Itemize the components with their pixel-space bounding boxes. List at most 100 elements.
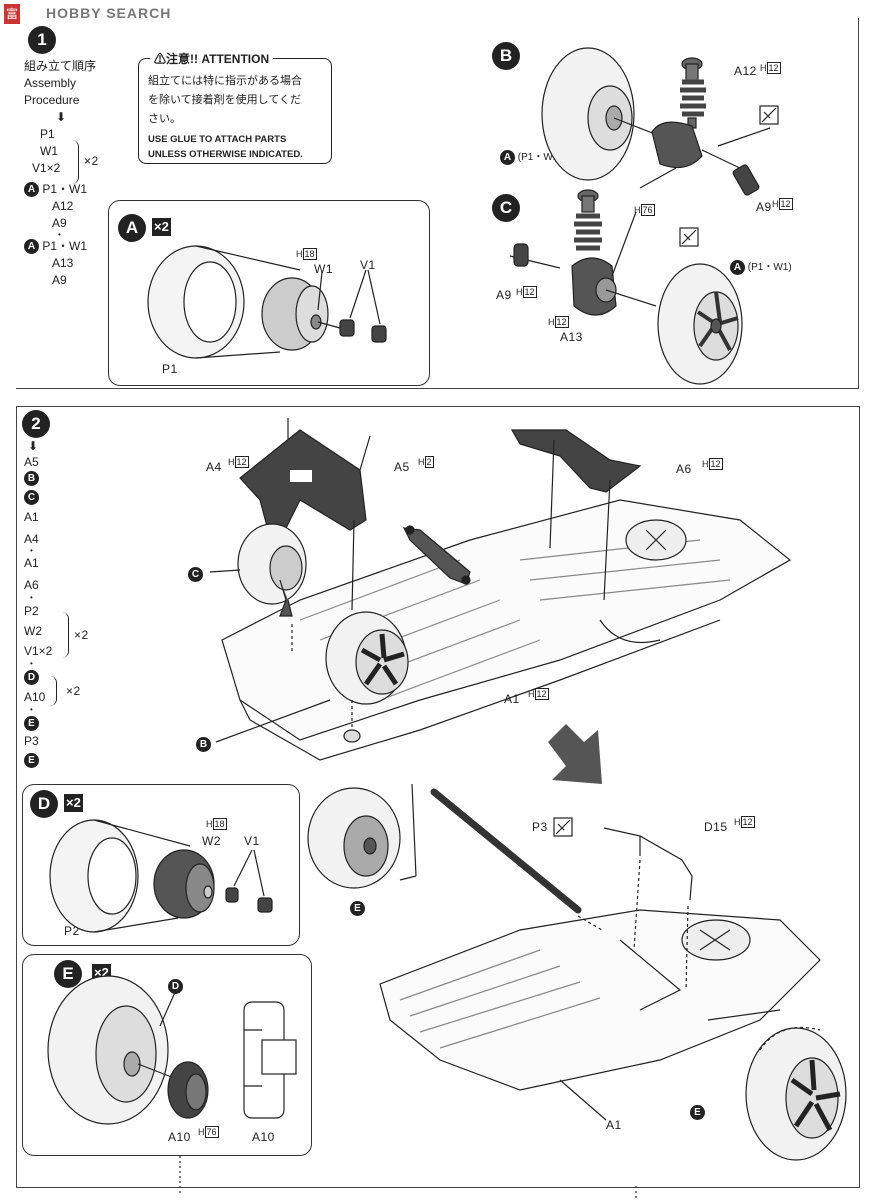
circle-a-icon: A: [24, 182, 39, 198]
subassembly-b-letter: B: [492, 42, 520, 70]
seq-item: V1×2: [32, 161, 61, 175]
subassembly-a-letter: A: [118, 214, 146, 242]
subassembly-e-panel: [22, 954, 312, 1156]
wheel-lower-right: [707, 1009, 847, 1161]
label-d15: D15: [704, 820, 728, 834]
callout-d: D: [168, 978, 183, 996]
wheel-w2: [153, 849, 273, 919]
tire-e: [47, 975, 177, 1125]
tire-p1: [147, 245, 301, 359]
seq-item: V1×2: [24, 643, 53, 658]
subassembly-e-letter: E: [54, 960, 82, 988]
seq-item: P1・W1: [42, 182, 88, 196]
crossmember-a4: [239, 418, 371, 541]
step2-procedure: ⬇ A5 B C A1 A4 • A1 A6 • P2 W2 V1×2 • D …: [24, 439, 53, 768]
caps-v1: [317, 269, 387, 343]
step2-brace-2: [50, 676, 57, 706]
callout-e: E: [350, 900, 365, 918]
front-wheel-b: [215, 519, 409, 743]
label-w2: W2: [202, 834, 221, 848]
seq-item: A5: [24, 455, 39, 469]
seq-item: W1: [40, 144, 58, 158]
watermark-logo: 富: [4, 4, 20, 24]
callout-c: C: [188, 566, 203, 584]
warning-icon: ⚠: [154, 52, 167, 66]
label-a12: A12: [734, 64, 757, 78]
step1-number: 1: [28, 26, 56, 54]
subassembly-d-mult: ×2: [64, 794, 83, 812]
label-p1: P1: [162, 362, 178, 376]
wheel-w1: [261, 277, 329, 351]
step2-mult-1: ×2: [74, 628, 89, 642]
chassis-a1-upper: [221, 499, 792, 761]
subassembly-a-mult: ×2: [152, 218, 171, 236]
glue-icon: [679, 105, 779, 247]
label-a6: A6: [676, 462, 692, 476]
label-a9-c: A9: [496, 288, 512, 302]
seq-item: C: [24, 489, 39, 505]
tire-c: [657, 263, 743, 385]
step1-procedure: 組み立て順序 Assembly Procedure ⬇ P1 W1 V1×2 A…: [24, 59, 97, 287]
step2-brace-1: [62, 612, 69, 658]
seq-item: A9: [52, 216, 67, 230]
seq-item: A6: [24, 577, 39, 592]
seq-item: A9: [52, 273, 67, 287]
seq-item: E: [24, 716, 39, 732]
seq-item: P1: [40, 127, 55, 141]
seq-item: D: [24, 669, 39, 685]
label-a4: A4: [206, 460, 222, 474]
step1-frame: [16, 18, 859, 389]
front-wheel-c: [209, 523, 307, 654]
arm-a5: [402, 525, 471, 585]
step1-mult: ×2: [84, 154, 99, 168]
seq-item: A1: [24, 555, 39, 570]
link-d15: [603, 827, 693, 991]
callout-b: B: [196, 736, 211, 754]
strut-a13: [509, 189, 657, 316]
rod-p3: [430, 788, 603, 931]
attention-title: ⚠注意!! ATTENTION: [150, 50, 274, 67]
label-a9-b: A9: [756, 200, 772, 214]
ref-a-c: A (P1・W1): [730, 258, 792, 275]
seq-item: A13: [52, 256, 74, 270]
label-a10-section: A10: [252, 1130, 275, 1144]
seq-item: A1: [24, 509, 39, 524]
circle-a-icon: A: [24, 239, 39, 255]
seq-item: A10: [24, 689, 46, 704]
seq-item: W2: [24, 623, 42, 638]
big-arrow-icon: [548, 724, 602, 784]
tire-b: [541, 47, 661, 181]
procedure-title-en1: Assembly: [24, 76, 77, 90]
wheel-lower-left: [307, 783, 417, 889]
step2-frame: [16, 406, 860, 1188]
seq-item: A12: [52, 199, 74, 213]
step2-mult-2: ×2: [66, 684, 81, 698]
down-arrow-icon: ⬇: [56, 110, 67, 124]
subassembly-c-letter: C: [492, 194, 520, 222]
procedure-title-en2: Procedure: [24, 93, 80, 107]
seq-item: P3: [24, 734, 39, 749]
seq-item: P1・W1: [42, 239, 88, 253]
seq-item: A4: [24, 531, 39, 546]
tire-p2: [49, 819, 191, 933]
chassis-a1-lower: [379, 909, 821, 1121]
subassembly-a-panel: [108, 200, 430, 386]
label-p3: P3: [532, 820, 548, 834]
hub-a10: [167, 1061, 209, 1196]
watermark-text: HOBBY SEARCH: [46, 5, 172, 21]
